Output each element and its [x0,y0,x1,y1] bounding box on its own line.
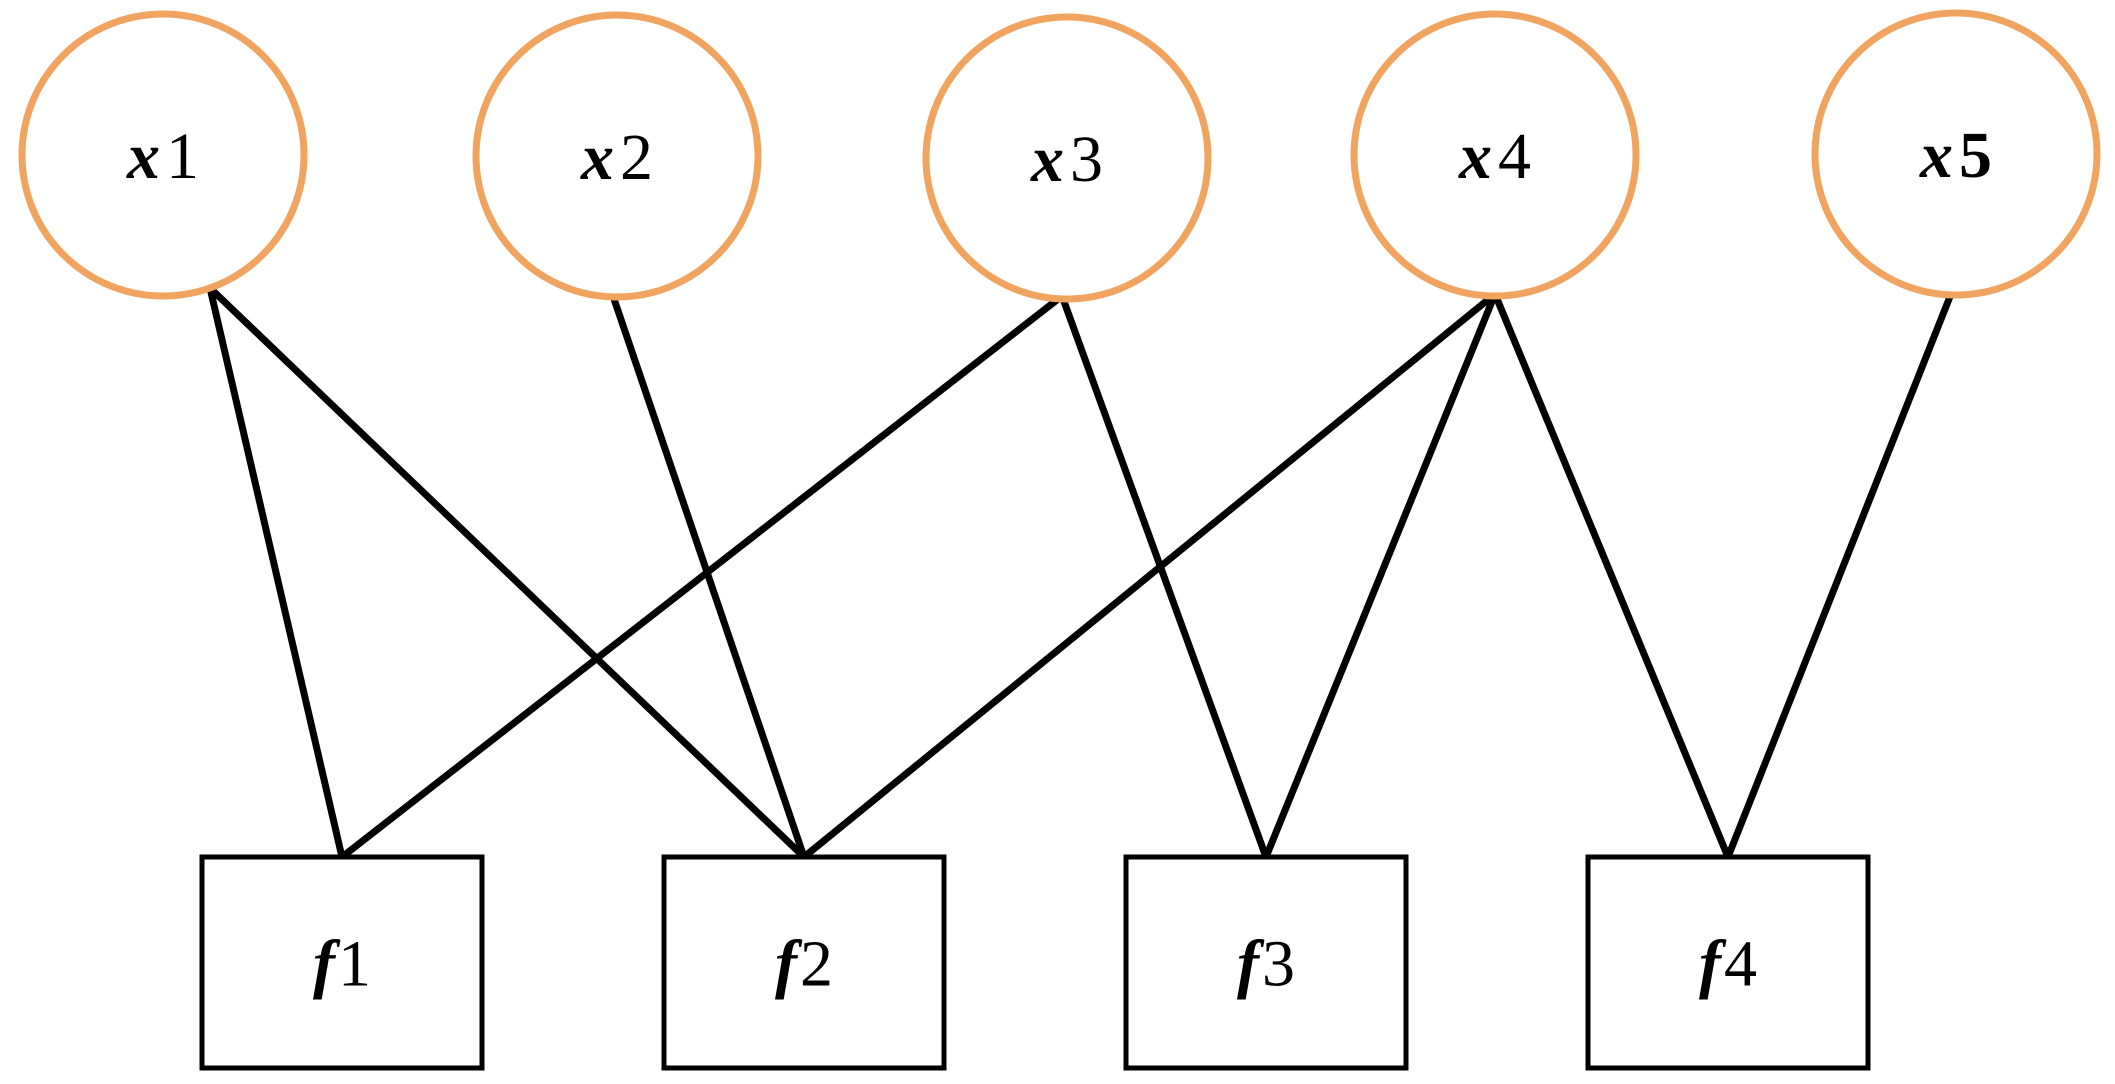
edge-x2-f2 [609,294,808,859]
variable-label-x4: x4 [1458,120,1531,193]
edge-x3-f3 [1058,294,1270,859]
variable-circle-x2 [472,11,762,301]
variable-node-x5: x5 [1811,9,2101,299]
variable-circle-x1 [18,10,308,300]
factor-node-f1: f1 [199,854,485,1071]
factor-label-f1: f1 [313,928,371,1001]
variable-circle-x3 [922,13,1212,303]
variable-circle-x5 [1811,9,2101,299]
edge-x1-f1 [206,287,346,858]
edge-x1-f2 [207,285,807,860]
variable-label-x2: x2 [580,121,653,194]
factor-node-f2: f2 [661,854,947,1071]
factor-label-f4: f4 [1699,928,1757,1001]
edge-x4-f3 [1262,292,1499,859]
edge-x3-f1 [339,293,1065,860]
edge-x4-f2 [801,291,1498,860]
variable-node-x3: x3 [922,13,1212,303]
variable-label-x3: x3 [1030,123,1103,196]
factor-rect-f4 [1585,854,1871,1071]
factor-label-f2: f2 [775,928,833,1001]
variable-label-x1: x1 [126,120,199,193]
variable-node-x2: x2 [472,11,762,301]
variable-circle-x4 [1350,10,1640,300]
variable-node-x1: x1 [18,10,308,300]
factor-label-f3: f3 [1237,928,1295,1001]
variable-node-x4: x4 [1350,10,1640,300]
factor-node-f4: f4 [1585,854,1871,1071]
edge-x4-f4 [1491,292,1732,859]
factor-node-f3: f3 [1123,854,1409,1071]
edge-x5-f4 [1724,292,1955,859]
variable-label-x5: x5 [1919,119,1992,192]
factor-rect-f1 [199,854,485,1071]
factor-rect-f3 [1123,854,1409,1071]
factor-rect-f2 [661,854,947,1071]
